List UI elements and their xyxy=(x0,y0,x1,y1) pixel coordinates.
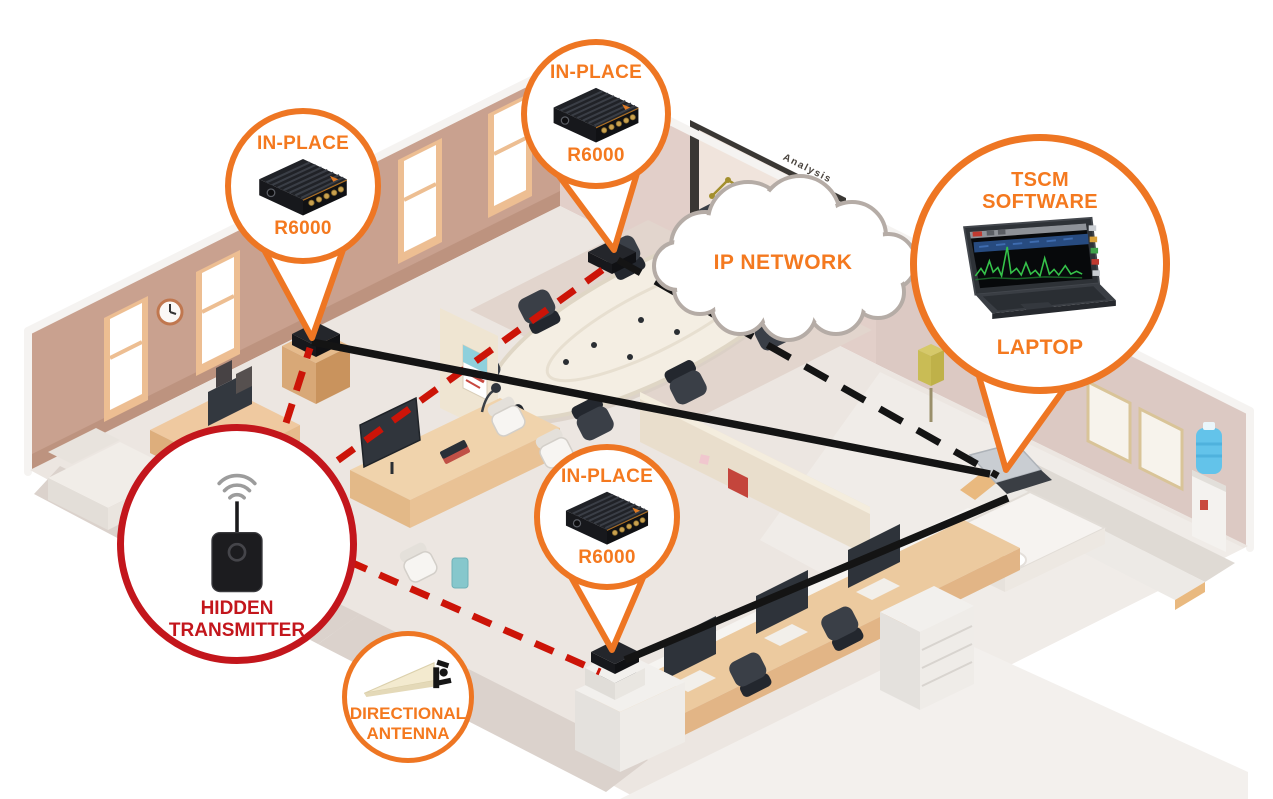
callout-label: DIRECTIONAL ANTENNA xyxy=(349,703,467,743)
laptop-spectrum-icon xyxy=(963,216,1117,320)
book xyxy=(440,440,470,464)
callout-model: R6000 xyxy=(567,145,625,166)
callout-title: IN-PLACE xyxy=(549,61,643,83)
network-dashed-to-laptop xyxy=(616,256,1000,480)
r6000-receiver-icon xyxy=(258,157,348,217)
drawer-cabinet xyxy=(880,586,974,710)
callout-directional-antenna: DIRECTIONAL ANTENNA xyxy=(342,631,474,763)
network-solid-office-to-laptop xyxy=(623,494,1010,664)
callout-label: HIDDEN TRANSMITTER xyxy=(168,597,306,641)
callout-in-place-middle: IN-PLACE R6000 xyxy=(534,444,680,590)
water-cooler xyxy=(1192,422,1226,552)
r6000-receiver-icon xyxy=(564,490,650,546)
rf-line-to-r6000-office xyxy=(253,516,602,676)
callout-title: IN-PLACE xyxy=(560,465,654,487)
ip-network-cloud xyxy=(652,174,918,342)
window xyxy=(196,250,240,376)
callout-title: TSCM SOFTWARE xyxy=(982,168,1098,214)
rf-line-to-r6000-left xyxy=(251,346,314,522)
floor-lamp xyxy=(918,344,944,422)
callout-in-place-left: IN-PLACE R6000 xyxy=(225,108,381,264)
callout-model: R6000 xyxy=(578,547,636,568)
callout-tscm-software: TSCM SOFTWARE LAPTOP xyxy=(910,134,1170,394)
callout-caption: LAPTOP xyxy=(996,335,1084,359)
r6000-receiver-icon xyxy=(552,86,640,144)
network-lines xyxy=(311,256,1010,664)
callout-hidden-transmitter: HIDDEN TRANSMITTER xyxy=(117,424,357,664)
directional-antenna-icon xyxy=(363,659,453,698)
callout-in-place-top: IN-PLACE R6000 xyxy=(521,39,671,189)
network-solid-left-to-laptop xyxy=(311,338,991,478)
trash-bin xyxy=(451,557,469,589)
partition-long-wall xyxy=(640,392,870,557)
picture-frame xyxy=(1086,379,1184,492)
transmitter-icon xyxy=(210,473,264,593)
callout-model: R6000 xyxy=(274,218,332,239)
window xyxy=(104,296,148,422)
window xyxy=(398,138,442,264)
callout-title: IN-PLACE xyxy=(256,132,350,154)
wall-clock-icon xyxy=(156,298,184,326)
